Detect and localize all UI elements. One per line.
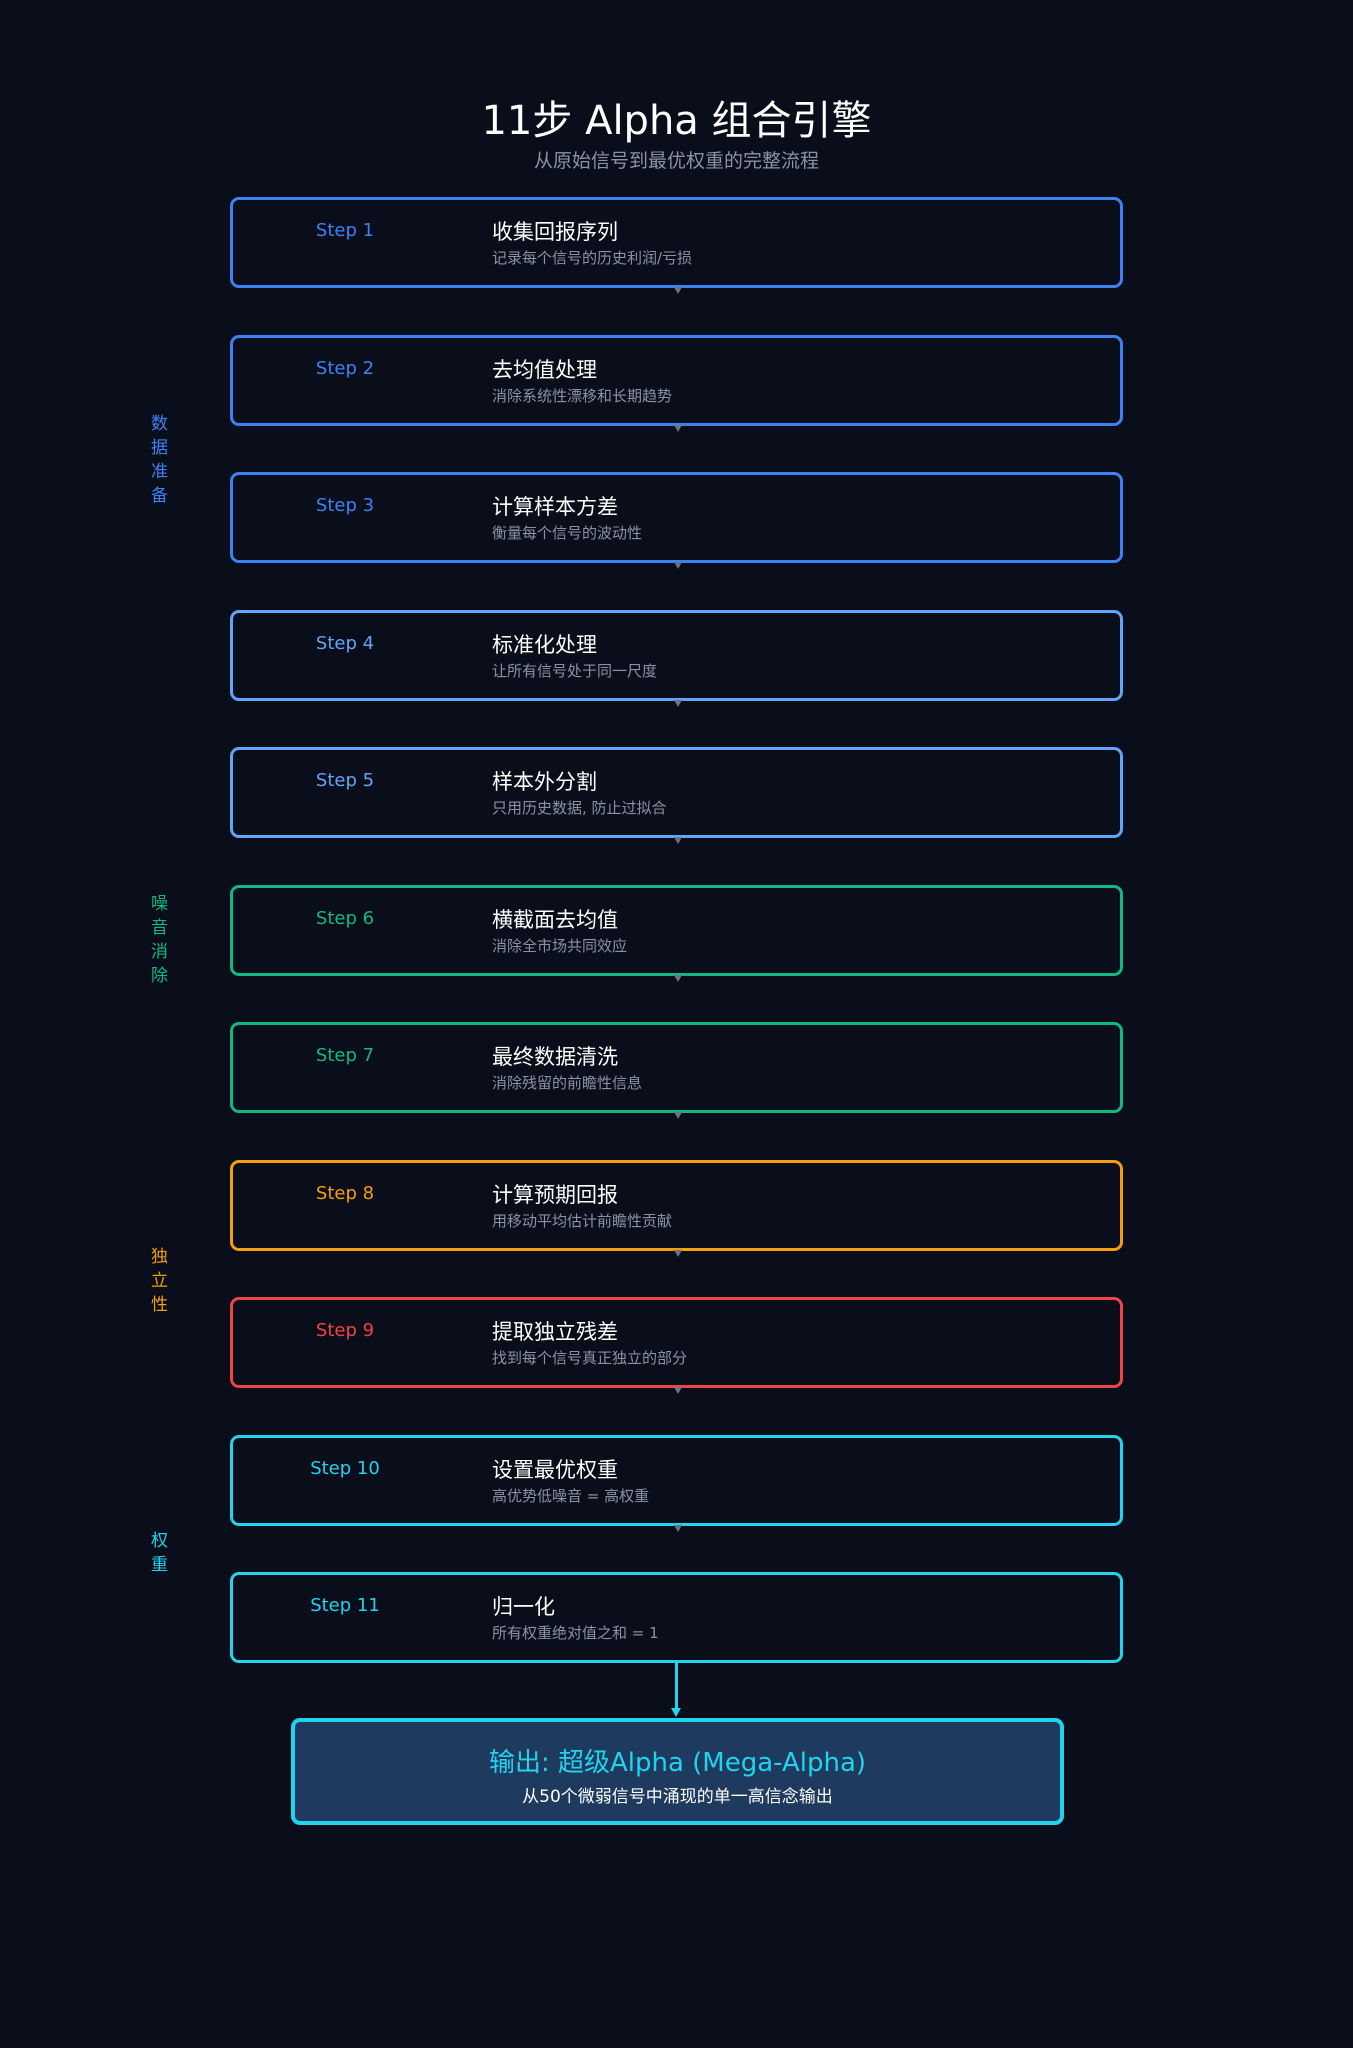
step-label: Step 9 (315, 1320, 375, 1341)
step-label: Step 5 (315, 770, 375, 791)
arrow-down-icon (674, 1249, 682, 1257)
arrow-down-icon (674, 1387, 682, 1394)
step-description: 只用历史数据, 防止过拟合 (492, 799, 667, 817)
step-title: 归一化 (492, 1595, 555, 1619)
arrow-down-icon (674, 837, 682, 844)
step-title: 计算样本方差 (492, 495, 618, 519)
arrow-down-icon (674, 974, 682, 982)
step-box: Step 9 提取独立残差 找到每个信号真正独立的部分 (230, 1297, 1123, 1388)
output-subtitle: 从50个微弱信号中涌现的单一高信念输出 (522, 1787, 833, 1807)
step-title: 设置最优权重 (492, 1457, 618, 1482)
arrow-down-icon (674, 1524, 682, 1532)
step-box: Step 5 样本外分割 只用历史数据, 防止过拟合 (230, 747, 1123, 838)
step-box: Step 3 计算样本方差 衡量每个信号的波动性 (230, 472, 1123, 563)
step-label: Step 10 (310, 1457, 380, 1479)
step-description: 所有权重绝对值之和 = 1 (492, 1624, 659, 1642)
step-box: Step 7 最终数据清洗 消除残留的前瞻性信息 (230, 1022, 1123, 1113)
step-box: Step 6 横截面去均值 消除全市场共同效应 (230, 884, 1123, 976)
step-title: 样本外分割 (492, 770, 597, 794)
step-box: Step 8 计算预期回报 用移动平均估计前瞻性贡献 (230, 1159, 1123, 1251)
output-title: 输出: 超级Alpha (Mega-Alpha) (488, 1748, 867, 1778)
step-box: Step 4 标准化处理 让所有信号处于同一尺度 (230, 609, 1123, 701)
step-title: 去均值处理 (492, 357, 597, 382)
arrow-down-icon (674, 562, 682, 569)
step-label: Step 8 (315, 1182, 375, 1204)
step-box: Step 2 去均值处理 消除系统性漂移和长期趋势 (230, 334, 1123, 426)
step-label: Step 7 (315, 1045, 375, 1066)
step-description: 让所有信号处于同一尺度 (492, 661, 658, 680)
phase-label-independence: 独立性 (147, 1247, 167, 1319)
step-box: Step 10 设置最优权重 高优势低噪音 = 高权重 (230, 1434, 1123, 1526)
step-description: 用移动平均估计前瞻性贡献 (492, 1211, 673, 1230)
step-description: 消除全市场共同效应 (492, 936, 628, 955)
arrow-down-icon (674, 424, 682, 432)
step-label: Step 6 (315, 907, 375, 929)
step-title: 最终数据清洗 (492, 1045, 618, 1069)
step-title: 提取独立残差 (492, 1320, 618, 1344)
step-description: 衡量每个信号的波动性 (492, 524, 643, 542)
connector-line (675, 1663, 678, 1713)
step-description: 找到每个信号真正独立的部分 (492, 1349, 688, 1367)
step-title: 收集回报序列 (492, 220, 618, 244)
step-title: 计算预期回报 (492, 1182, 618, 1207)
phase-label-weights: 权重 (147, 1531, 167, 1579)
arrow-down-icon (671, 1708, 681, 1717)
step-box: Step 1 收集回报序列 记录每个信号的历史利润/亏损 (230, 197, 1123, 288)
step-box: Step 11 归一化 所有权重绝对值之和 = 1 (230, 1572, 1123, 1663)
page-title: 11步 Alpha 组合引擎 (481, 98, 872, 144)
arrow-down-icon (674, 287, 682, 294)
phase-label-noise-removal: 噪音消除 (147, 894, 167, 990)
step-title: 标准化处理 (492, 632, 597, 657)
step-description: 消除系统性漂移和长期趋势 (492, 386, 673, 405)
step-description: 消除残留的前瞻性信息 (492, 1074, 643, 1092)
step-label: Step 4 (315, 632, 375, 654)
step-label: Step 2 (315, 357, 375, 379)
arrow-down-icon (674, 699, 682, 707)
phase-label-data-prep: 数据准备 (147, 414, 167, 510)
step-title: 横截面去均值 (492, 907, 618, 932)
step-label: Step 11 (310, 1595, 380, 1616)
step-description: 记录每个信号的历史利润/亏损 (492, 249, 693, 267)
step-label: Step 1 (315, 220, 375, 241)
output-box: 输出: 超级Alpha (Mega-Alpha) 从50个微弱信号中涌现的单一高… (291, 1718, 1064, 1825)
step-description: 高优势低噪音 = 高权重 (492, 1486, 650, 1505)
step-label: Step 3 (315, 495, 375, 516)
page-subtitle: 从原始信号到最优权重的完整流程 (533, 150, 819, 172)
arrow-down-icon (674, 1112, 682, 1119)
